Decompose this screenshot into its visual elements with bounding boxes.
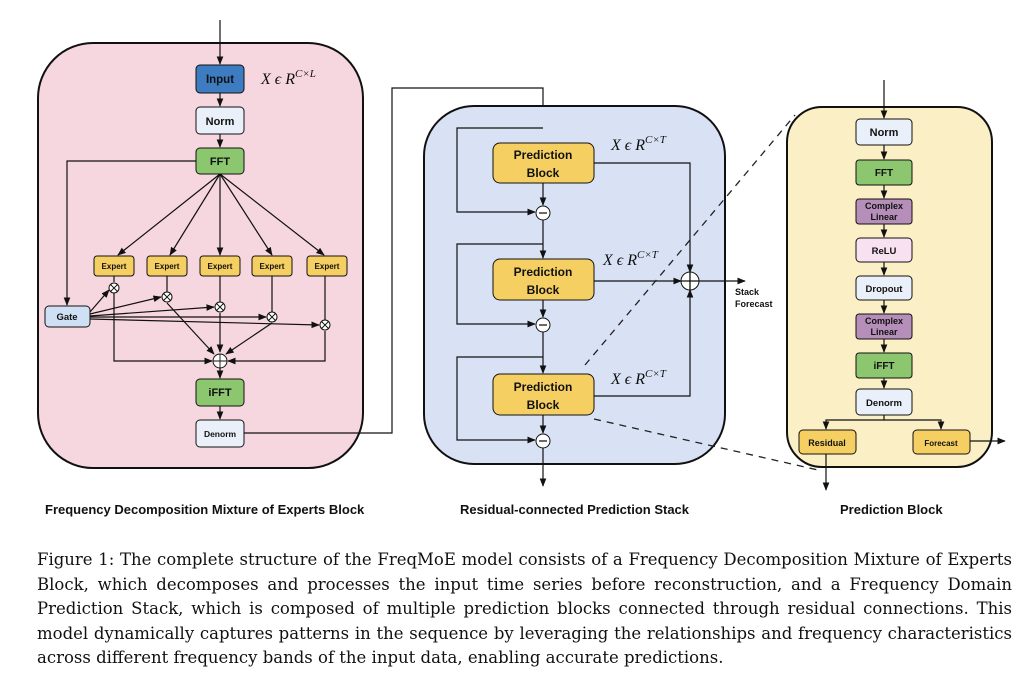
expert-label-5: Expert <box>315 262 340 271</box>
stack-forecast-line1: Stack <box>735 287 760 297</box>
expert-box-3 <box>199 255 241 277</box>
input-label: Input <box>206 74 234 86</box>
moe-block-title: Frequency Decomposition Mixture of Exper… <box>45 502 365 517</box>
freqmoe-architecture-diagram: Input X ϵ RC×L Norm FFT Expert Expert Ex… <box>37 20 1006 491</box>
pb-forecast-label: Forecast <box>924 439 958 448</box>
pb-denorm-label: Denorm <box>866 398 902 409</box>
prediction-block-2-line2: Block <box>527 283 560 297</box>
pb-fft-label: FFT <box>875 168 893 179</box>
norm-box <box>195 106 245 135</box>
pb-complex-linear-1-box <box>855 198 913 225</box>
pb-dropout-box <box>855 275 913 301</box>
pb-relu-box <box>855 237 913 263</box>
pb-complex-linear-2-line1: Complex <box>865 316 903 326</box>
pb-denorm-box <box>855 388 913 416</box>
expert-box-5 <box>306 255 348 277</box>
pb-norm-label: Norm <box>870 127 899 139</box>
input-shape-label: X ϵ RC×L <box>260 68 316 88</box>
prediction-stack-title: Residual-connected Prediction Stack <box>460 502 690 517</box>
pb-complex-linear-2-box <box>855 313 913 340</box>
block-3-shape-label: X ϵ RC×T <box>610 368 667 388</box>
block-2-shape-label: X ϵ RC×T <box>602 249 659 269</box>
pb-ifft-box <box>855 352 913 379</box>
stack-forecast-line2: Forecast <box>735 299 773 309</box>
expert-box-2 <box>146 255 188 277</box>
pb-dropout-label: Dropout <box>866 284 904 295</box>
pb-complex-linear-2-line2: Linear <box>870 327 898 337</box>
pb-fft-box <box>855 159 913 186</box>
moe-block-panel <box>37 42 364 469</box>
expert-box-4 <box>251 255 293 277</box>
prediction-block-2 <box>492 258 595 301</box>
expert-label-2: Expert <box>155 262 180 271</box>
prediction-block-1-line2: Block <box>527 166 560 180</box>
block-1-shape-label: X ϵ RC×T <box>610 134 667 154</box>
ifft-label: iFFT <box>208 387 231 399</box>
input-box <box>195 64 245 94</box>
norm-label: Norm <box>206 116 235 128</box>
pb-ifft-label: iFFT <box>873 361 894 372</box>
denorm-box <box>195 419 245 448</box>
fft-label: FFT <box>210 156 230 168</box>
pb-norm-box <box>855 118 913 146</box>
prediction-block-3-line2: Block <box>527 398 560 412</box>
pb-residual-label: Residual <box>808 438 846 448</box>
expert-label-4: Expert <box>260 262 285 271</box>
pb-residual-box <box>798 429 857 455</box>
prediction-block-3-line1: Prediction <box>514 380 573 394</box>
gate-box <box>44 305 91 328</box>
expert-label-3: Expert <box>208 262 233 271</box>
denorm-label: Denorm <box>204 429 237 439</box>
ifft-box <box>195 378 245 407</box>
prediction-block-title: Prediction Block <box>840 502 943 517</box>
prediction-block-1-line1: Prediction <box>514 148 573 162</box>
expert-boxes <box>93 255 348 277</box>
fft-box <box>195 147 245 175</box>
prediction-block-1 <box>492 142 595 184</box>
pb-relu-label: ReLU <box>872 246 897 257</box>
pb-forecast-box <box>912 429 971 455</box>
pb-complex-linear-1-line2: Linear <box>870 212 898 222</box>
prediction-block-2-line1: Prediction <box>514 265 573 279</box>
gate-label: Gate <box>56 312 77 323</box>
prediction-blocks <box>492 142 595 416</box>
zoom-line-top <box>584 114 796 366</box>
figure-caption: Figure 1: The complete structure of the … <box>37 550 1012 667</box>
pb-complex-linear-1-line1: Complex <box>865 201 903 211</box>
expert-label-1: Expert <box>102 262 127 271</box>
expert-box-1 <box>93 255 135 277</box>
prediction-block-3 <box>492 373 595 416</box>
